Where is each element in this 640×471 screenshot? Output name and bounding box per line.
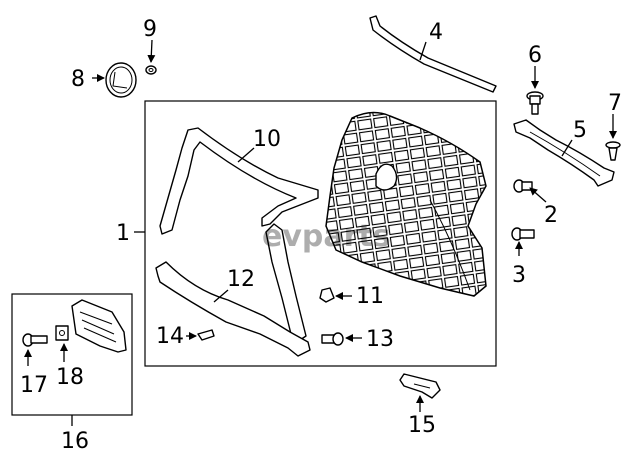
grille-mesh bbox=[325, 111, 487, 297]
main-assembly-frame bbox=[144, 100, 497, 367]
watermark-logo: evparts bbox=[262, 219, 391, 254]
bolt-13 bbox=[321, 332, 344, 346]
callout-2: 2 bbox=[544, 203, 558, 228]
callout-6: 6 bbox=[528, 43, 542, 68]
upper-molding-strip bbox=[369, 15, 497, 93]
callout-11: 11 bbox=[356, 284, 384, 309]
emblem bbox=[105, 62, 137, 98]
leader-lines bbox=[24, 39, 617, 426]
callout-16: 16 bbox=[61, 429, 89, 454]
callout-8: 8 bbox=[71, 67, 85, 92]
callout-17: 17 bbox=[20, 373, 48, 398]
callout-14: 14 bbox=[156, 324, 184, 349]
callout-15: 15 bbox=[408, 413, 436, 438]
callout-1: 1 bbox=[116, 221, 130, 246]
bolt-6 bbox=[526, 91, 544, 115]
screw-17 bbox=[22, 333, 48, 347]
callout-9: 9 bbox=[143, 17, 157, 42]
bolt-3 bbox=[511, 227, 535, 241]
callout-10: 10 bbox=[253, 127, 281, 152]
bolt-2 bbox=[513, 179, 533, 193]
callout-13: 13 bbox=[366, 327, 394, 352]
callout-7: 7 bbox=[608, 91, 622, 116]
clip-14 bbox=[197, 329, 215, 341]
callout-18: 18 bbox=[56, 365, 84, 390]
lower-molding bbox=[155, 261, 311, 357]
callout-5: 5 bbox=[573, 118, 587, 143]
callout-3: 3 bbox=[512, 263, 526, 288]
kit-bracket bbox=[71, 299, 127, 353]
clip-7 bbox=[605, 141, 621, 161]
callout-12: 12 bbox=[227, 267, 255, 292]
callout-labels: 1 2 3 4 5 6 7 8 9 10 11 12 13 14 15 16 1… bbox=[20, 17, 622, 454]
clip-11 bbox=[319, 287, 335, 303]
washer bbox=[145, 65, 157, 75]
bracket-15 bbox=[399, 373, 441, 399]
nut-18 bbox=[55, 325, 69, 341]
callout-4: 4 bbox=[429, 20, 443, 45]
